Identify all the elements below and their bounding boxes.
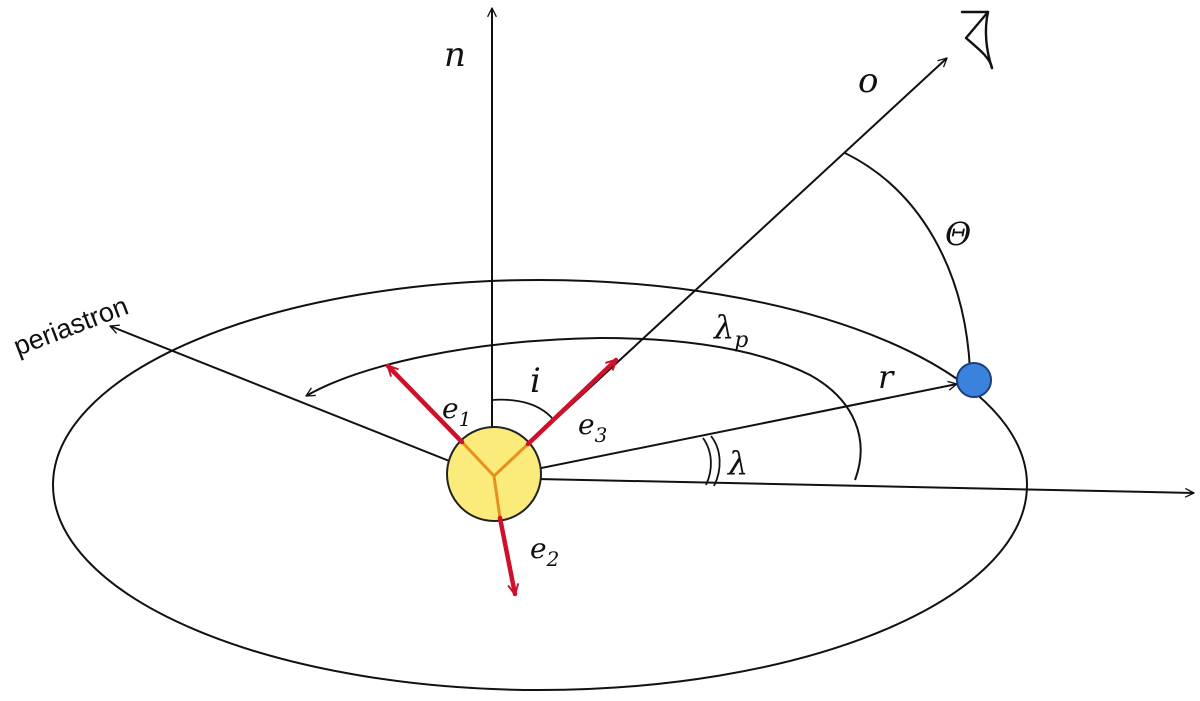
e1-vector xyxy=(385,363,465,445)
label-e2: e2 xyxy=(530,532,559,571)
lambda-p-arc xyxy=(305,336,862,481)
radius-vector xyxy=(491,380,958,479)
label-lambda-p: λp xyxy=(712,308,748,353)
label-e2-base: e xyxy=(530,532,547,565)
label-i: i xyxy=(530,361,541,401)
label-e3-sub: 3 xyxy=(595,423,608,447)
label-e1: e1 xyxy=(442,392,471,431)
label-o: o xyxy=(858,61,878,101)
reference-axis xyxy=(491,477,1195,498)
label-lambda: λ xyxy=(726,444,748,482)
periastron-axis xyxy=(109,324,493,479)
label-lambda-p-base: λ xyxy=(712,308,734,346)
theta-arc xyxy=(844,152,971,371)
orbit-ellipse xyxy=(52,279,1028,691)
inclination-arc xyxy=(491,398,553,419)
e1-inner-stub xyxy=(460,440,496,478)
label-theta: Θ xyxy=(945,215,971,253)
label-e1-base: e xyxy=(442,392,459,425)
e3-vector xyxy=(525,357,619,447)
lambda-arc-outer xyxy=(710,435,721,487)
planet xyxy=(956,362,992,398)
eye-icon xyxy=(960,10,994,70)
label-e1-sub: 1 xyxy=(459,407,472,431)
label-e3-base: e xyxy=(578,408,595,441)
label-e2-sub: 2 xyxy=(546,547,560,571)
label-lambda-p-sub: p xyxy=(734,328,748,353)
e2-inner-stub xyxy=(492,474,502,520)
label-n: n xyxy=(444,35,466,75)
e2-vector xyxy=(497,515,520,597)
label-periastron: periastron xyxy=(9,291,132,362)
e3-inner-stub xyxy=(492,442,530,478)
label-r: r xyxy=(878,358,895,396)
label-e3: e3 xyxy=(578,408,607,447)
lambda-arc-inner xyxy=(702,437,712,486)
